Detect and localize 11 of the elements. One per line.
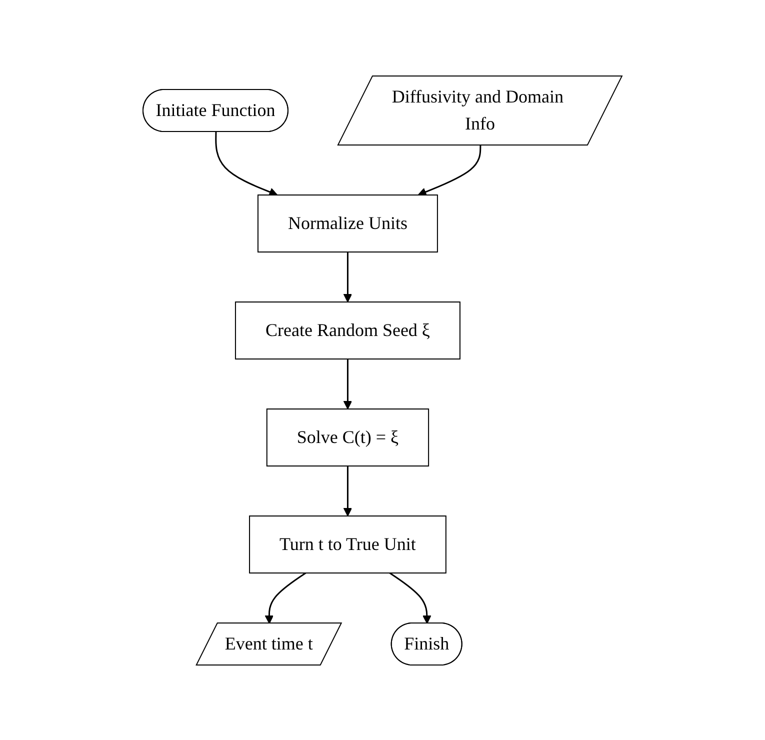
node-box: Normalize Units	[258, 194, 438, 252]
arrow	[215, 131, 278, 196]
arrow	[343, 358, 352, 409]
arrow	[343, 252, 352, 302]
node-box: Turn t to True Unit	[249, 515, 446, 573]
node-box: Solve C(t) = ξ	[266, 408, 430, 466]
arrow	[418, 144, 482, 196]
arrow	[389, 572, 432, 624]
arrow	[264, 572, 306, 624]
node-box: Create Random Seed ξ	[235, 301, 460, 359]
arrow	[343, 466, 352, 516]
